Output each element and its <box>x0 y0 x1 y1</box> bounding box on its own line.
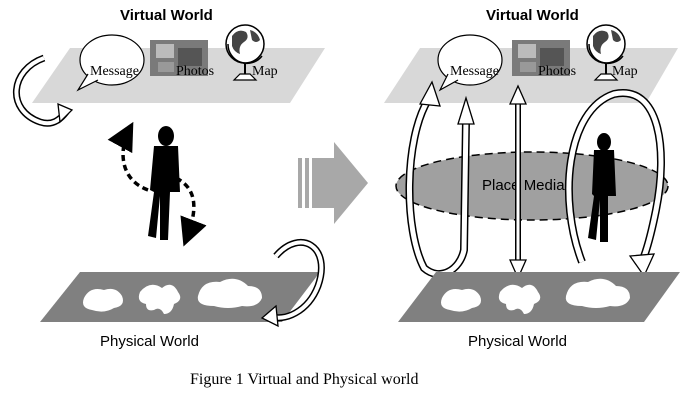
place-media-label: Place Media <box>482 177 565 194</box>
left-physical-title: Physical World <box>100 333 199 350</box>
right-cloud-blob-icon <box>441 288 481 312</box>
right-item-map: Map <box>612 64 638 79</box>
left-cloud-blob-icon <box>83 288 123 312</box>
right-speech-bubble-icon <box>437 34 503 92</box>
center-forward-arrow-icon <box>298 142 368 224</box>
left-cloud-blob-icon-2 <box>197 278 262 308</box>
right-person-icon <box>588 133 616 242</box>
left-speech-bubble-icon <box>76 34 145 92</box>
right-right-loop-arrow-icon <box>564 89 665 278</box>
right-double-arrow-icon <box>508 84 528 280</box>
left-down-dashed-arrow-icon <box>175 176 207 247</box>
left-photos-icon <box>150 40 208 76</box>
left-top-circular-arrow-icon <box>12 54 74 127</box>
right-virtual-title: Virtual World <box>486 7 579 24</box>
right-item-message: Message <box>450 64 499 79</box>
left-physical-blobs <box>83 278 262 314</box>
right-physical-title: Physical World <box>468 333 567 350</box>
figure-caption: Figure 1 Virtual and Physical world <box>190 371 419 388</box>
left-globe-icon <box>225 24 265 81</box>
right-panel: Virtual World Message Photos Map Place M… <box>384 7 680 350</box>
right-physical-blobs <box>441 278 630 314</box>
left-item-message: Message <box>90 64 139 79</box>
right-photos-icon <box>512 40 570 76</box>
right-cloud-blob-icon-2 <box>565 278 630 308</box>
left-item-photos: Photos <box>176 64 214 79</box>
right-globe-icon <box>586 24 626 81</box>
left-item-map: Map <box>252 64 278 79</box>
right-left-loop-arrow-icon <box>405 80 475 278</box>
right-item-photos: Photos <box>538 64 576 79</box>
left-panel: Virtual World Message Photos Map <box>12 7 325 350</box>
left-up-dashed-arrow-icon <box>107 121 149 192</box>
left-bottom-circular-arrow-icon <box>260 239 325 328</box>
right-fish-blob-icon <box>498 284 541 314</box>
left-virtual-title: Virtual World <box>120 7 213 24</box>
left-fish-blob-icon <box>138 284 181 314</box>
left-person-icon <box>148 126 180 240</box>
